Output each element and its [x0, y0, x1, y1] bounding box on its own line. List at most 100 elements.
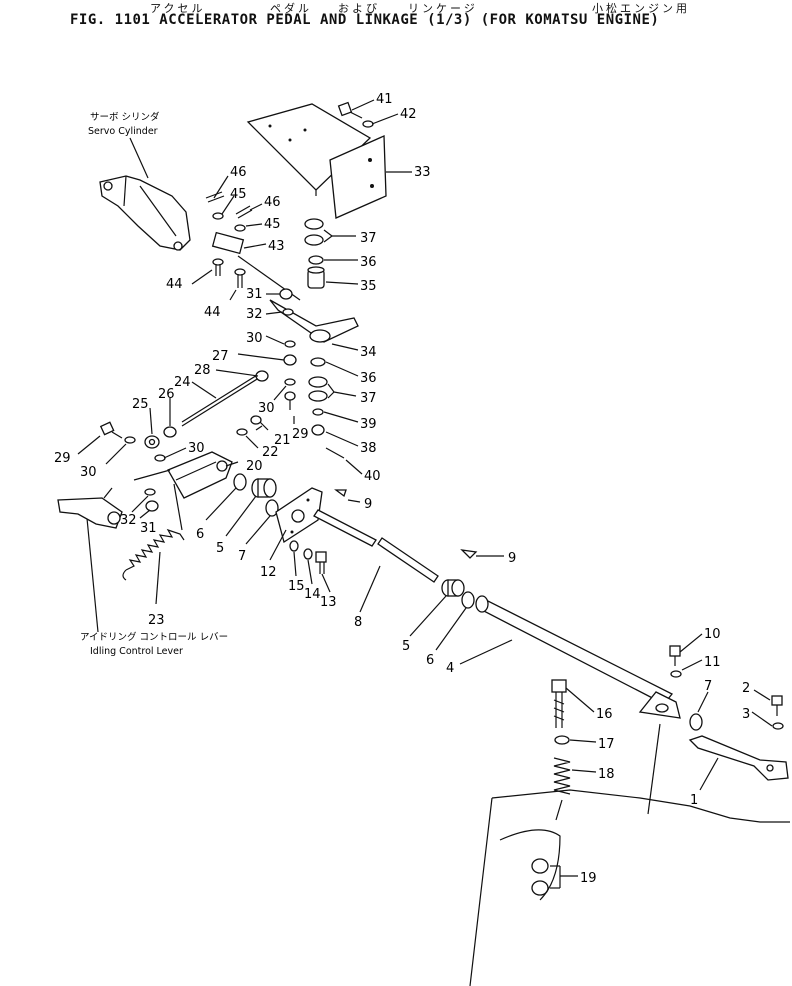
washer-37b [304, 234, 324, 246]
pin-44b [234, 268, 246, 288]
rod-24 [181, 370, 269, 427]
joint-25 [144, 435, 160, 449]
bolt-2 [771, 695, 783, 716]
idling-control-lever [57, 487, 123, 529]
part-label: 24 [174, 375, 191, 390]
caption-idling-jp: アイドリング コントロール レバー [80, 631, 228, 643]
part-label: 37 [360, 391, 377, 406]
part-label: 31 [246, 287, 263, 302]
part-label: 46 [230, 165, 247, 180]
nut-19a [531, 858, 549, 874]
caption-servo-en: Servo Cylinder [88, 126, 158, 137]
bolt-10 [669, 645, 681, 666]
part-label: 21 [274, 433, 291, 448]
clevis-43 [211, 231, 245, 255]
part-label: 2 [742, 681, 750, 696]
bolt-29a [284, 391, 296, 410]
washer-32b [144, 488, 156, 496]
leader-tube-floor [647, 723, 661, 815]
lever-34 [237, 255, 359, 343]
pedal-1 [688, 735, 789, 781]
part-label: 29 [292, 427, 309, 442]
washer-15 [289, 540, 299, 552]
part-label: 32 [120, 513, 137, 528]
washer-3 [772, 722, 784, 730]
spring-23 [125, 528, 185, 571]
leader-32-31 [133, 469, 171, 481]
part-label: 36 [360, 255, 377, 270]
part-label: 12 [260, 565, 277, 580]
key-9a [334, 489, 347, 498]
plate-33 [329, 135, 387, 219]
washer-30a [284, 340, 296, 348]
spring-23-hook [122, 569, 127, 581]
part-label: 43 [268, 239, 285, 254]
floor-outline [469, 789, 790, 986]
nut-27 [283, 354, 297, 366]
part-label: 44 [204, 305, 221, 320]
part-label: 14 [304, 587, 321, 602]
figure-title: FIG. 1101 ACCELERATOR PEDAL AND LINKAGE … [70, 12, 660, 28]
part-label: 13 [320, 595, 337, 610]
part-label: 44 [166, 277, 183, 292]
servo-cylinder [99, 175, 191, 251]
part-label: 16 [596, 707, 613, 722]
washer-37d [308, 390, 328, 402]
part-label: 46 [264, 195, 281, 210]
title-jp-accelerator: アクセル [150, 2, 206, 15]
seal-36a [308, 255, 324, 265]
cotter-46b [235, 205, 253, 219]
washer-17 [554, 735, 570, 745]
part-label: 30 [258, 401, 275, 416]
tube-4 [475, 595, 681, 719]
washer-14 [303, 548, 313, 560]
part-label: 17 [598, 737, 615, 752]
part-label: 33 [414, 165, 431, 180]
title-jp-komatsu-engine: 小松エンジン用 [592, 2, 690, 15]
caption-servo-jp: サーボ シリンダ [90, 111, 160, 123]
part-label: 7 [238, 549, 246, 564]
bolt-13 [315, 551, 327, 574]
part-label: 38 [360, 441, 377, 456]
nut-38 [311, 424, 325, 436]
caption-idling-en: Idling Control Lever [90, 646, 183, 657]
part-label: 39 [360, 417, 377, 432]
part-label: 45 [230, 187, 247, 202]
leader-lines [77, 99, 773, 889]
part-label: 5 [216, 541, 224, 556]
leader-servo [129, 137, 149, 179]
part-label: 26 [158, 387, 175, 402]
bolt-41 [337, 101, 363, 119]
part-label: 37 [360, 231, 377, 246]
washer-30b [284, 378, 296, 386]
part-label: 28 [194, 363, 211, 378]
part-label: 22 [262, 445, 279, 460]
lever-20 [167, 451, 233, 499]
upper-bracket [246, 103, 372, 196]
part-label: 1 [690, 793, 698, 808]
part-label: 25 [132, 397, 149, 412]
title-jp-and: および [338, 2, 380, 15]
part-label: 42 [400, 107, 417, 122]
part-label: 8 [354, 615, 362, 630]
seal-36b [310, 357, 326, 367]
part-label: 45 [264, 217, 281, 232]
part-label: 10 [704, 627, 721, 642]
cotter-46a [205, 191, 225, 203]
seal-6a [233, 473, 247, 491]
part-label: 9 [508, 551, 516, 566]
part-label: 30 [246, 331, 263, 346]
part-label: 32 [246, 307, 263, 322]
leader-idling [85, 507, 99, 633]
seal-6b [461, 591, 475, 609]
part-label: 15 [288, 579, 305, 594]
shaft-8 [313, 509, 439, 583]
key-9b [460, 549, 478, 559]
washer-11 [670, 670, 682, 678]
washer-22 [236, 428, 248, 436]
part-labels: 1 2 3 4 5 5 5 6 6 7 7 8 9 9 10 11 12 13 … [54, 92, 750, 886]
bushing-5b [441, 579, 465, 597]
washer-42 [362, 120, 374, 128]
washer-45a [212, 212, 224, 220]
